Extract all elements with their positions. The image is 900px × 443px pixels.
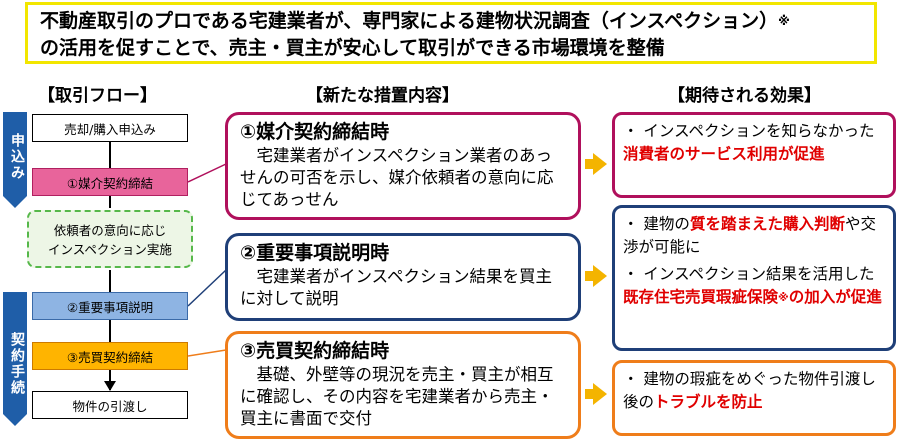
flow-step-inspection-line2: インスペクション実施 [48,242,172,257]
effect-footnote-mark: ※ [778,291,789,304]
effect-box-service-use: ・ インスペクションを知らなかった消費者のサービス利用が促進 [612,112,896,198]
measure-box-brokerage: ①媒介契約締結時 宅建業者がインスペクション業者のあっせんの可否を示し、媒介依頼… [225,112,581,220]
flow-to-measure-connectors [188,163,227,357]
measure-title-sales-contract: ③売買契約締結時 [240,340,390,362]
column-heading-flow: 【取引フロー】 [38,86,157,106]
effect-text: ・ インスペクション結果を活用した [623,265,875,283]
effect-text: ・ インスペクションを知らなかった [623,122,875,140]
flow-connector [109,370,111,390]
effect-text: ・ 建物の [623,215,690,233]
measure-box-sales-contract: ③売買契約締結時 基礎、外壁等の現況を売主・買主が相互に確認し、その内容を宅建業… [225,331,581,439]
flow-connector [109,320,111,342]
flow-step-sales-contract: ③売買契約締結 [32,342,188,370]
sidebar-application: 申込み [3,112,27,196]
measure-title-explanation: ②重要事項説明時 [240,242,390,264]
measure-body-explanation: 宅建業者がインスペクション結果を買主に対して説明 [240,267,553,308]
flow-step-inspection: 依頼者の意向に応じ インスペクション実施 [27,210,193,268]
sidebar-application-label: 申込み [9,133,25,181]
effect-highlight: 既存住宅売買瑕疵保険 [623,288,779,306]
flow-connector [109,142,111,168]
effect-highlight: トラブルを防止 [654,393,763,411]
measure-title-brokerage: ①媒介契約締結時 [240,121,390,143]
measure-body-brokerage: 宅建業者がインスペクション業者のあっせんの可否を示し、媒介依頼者の意向に応じてあ… [240,146,554,209]
arrow-right-icon [585,383,607,405]
flow-step-brokerage-contract: ①媒介契約締結 [32,168,188,196]
effect-highlight: 質を踏まえた購入判断 [689,215,845,233]
sidebar-contract-label: 契約手続 [9,332,25,396]
arrow-right-icon [585,153,607,175]
measure-box-explanation: ②重要事項説明時 宅建業者がインスペクション結果を買主に対して説明 [225,233,581,321]
sidebar-application-arrow [3,196,27,208]
header-footnote-mark: ※ [778,14,790,28]
effect-box-trouble-prevention: ・ 建物の瑕疵をめぐった物件引渡し後のトラブルを防止 [612,360,896,436]
flow-step-handover: 物件の引渡し [32,391,188,419]
header-line1: 不動産取引のプロである宅建業者が、専門家による建物状況調査（インスペクション） [40,10,779,32]
effect-text: ・ 建物の瑕疵をめぐった物件引渡し後の [623,370,876,411]
flow-step-explanation: ②重要事項説明 [32,292,188,320]
arrow-right-icon [585,265,607,287]
flow-connector [109,196,111,208]
measure-body-sales-contract: 基礎、外壁等の現況を売主・買主が相互に確認し、その内容を宅建業者から売主・買主に… [240,365,554,428]
effect-box-purchase-decision: ・ 建物の質を踏まえた購入判断や交渉が可能に ・ インスペクション結果を活用した… [612,205,896,351]
flow-step-application: 売却/購入申込み [32,114,188,142]
header-banner: 不動産取引のプロである宅建業者が、専門家による建物状況調査（インスペクション）※… [25,2,877,64]
sidebar-contract: 契約手続 [3,292,27,414]
effect-highlight: 消費者のサービス利用が促進 [623,145,825,163]
flow-connector [109,270,111,292]
flow-arrowhead [104,381,116,391]
header-line2: の活用を促すことで、売主・買主が安心して取引ができる市場環境を整備 [40,37,665,59]
column-heading-measures: 【新たな措置内容】 [306,86,459,106]
flow-step-inspection-line1: 依頼者の意向に応じ [53,223,167,238]
effect-text: や交渉が可能に [623,215,876,256]
sidebar-contract-arrow [3,414,27,426]
effect-highlight: の加入が促進 [788,288,882,306]
column-heading-effects: 【期待される効果】 [668,86,821,106]
